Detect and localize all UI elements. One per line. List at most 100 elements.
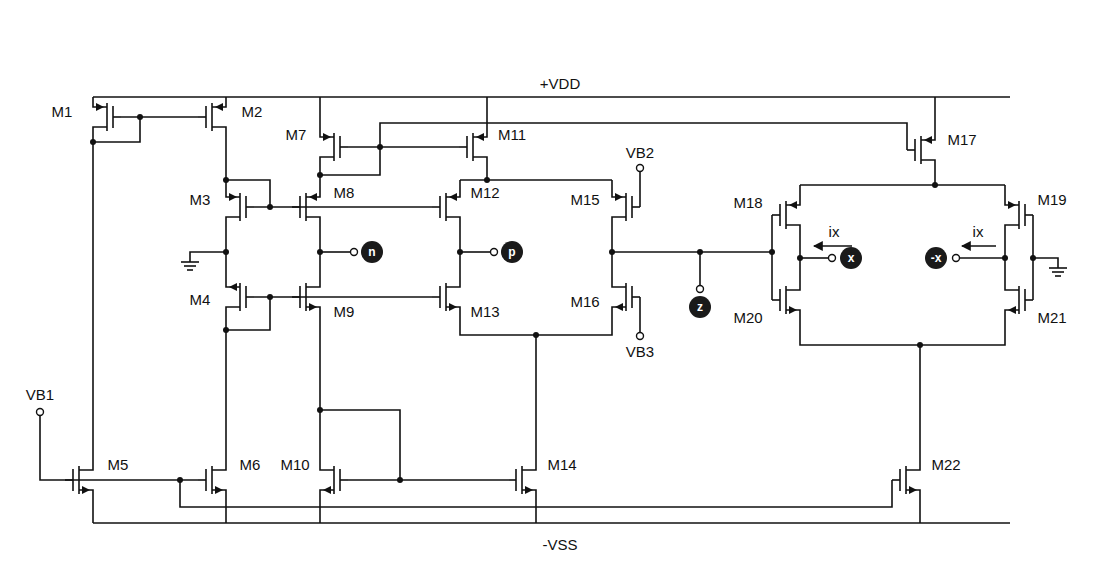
- wire: [919, 500, 921, 523]
- mosfet-symbol: [459, 127, 487, 167]
- mosfet-symbol: [772, 280, 800, 320]
- part-label: M18: [732, 195, 763, 212]
- wire: [254, 296, 432, 298]
- ground-stroke: [187, 269, 193, 271]
- mosfet-symbol: [292, 187, 320, 227]
- wire: [699, 252, 701, 285]
- terminal-pin: [491, 249, 498, 256]
- mosfet-stroke: [473, 157, 487, 167]
- wire: [611, 180, 613, 187]
- mosfet-arrow: [476, 133, 484, 141]
- wire: [320, 251, 350, 253]
- mosfet-stroke: [198, 116, 206, 118]
- part-label: M14: [546, 457, 577, 474]
- terminal-pin: [637, 165, 644, 172]
- mosfet-symbol: [320, 460, 348, 500]
- wire: [320, 147, 380, 175]
- mosfet-stroke: [522, 460, 536, 470]
- mosfet-arrow: [229, 193, 237, 201]
- wire: [1004, 185, 1006, 195]
- mosfet-stroke: [306, 277, 320, 287]
- mosfet-arrow: [1008, 306, 1016, 314]
- junctions: [90, 114, 1036, 483]
- wire: [459, 180, 461, 187]
- part-label: M12: [469, 185, 500, 202]
- part-label: M13: [469, 304, 500, 321]
- part-label: -VSS: [541, 537, 578, 554]
- wire: [348, 479, 508, 481]
- mosfet-stroke: [340, 146, 348, 148]
- mosfet-arrow: [229, 283, 237, 291]
- wire: [919, 345, 921, 460]
- wire: [639, 172, 641, 207]
- mosfet-symbol: [1005, 195, 1033, 235]
- transistors: [65, 97, 1033, 500]
- mosfet-stroke: [892, 479, 900, 481]
- mosfet-symbol: [1005, 280, 1033, 320]
- junction-dot: [1030, 255, 1036, 261]
- wire: [800, 257, 828, 259]
- mosfet-symbol: [612, 277, 640, 317]
- mosfet-stroke: [198, 479, 206, 481]
- terminal-node: z: [689, 296, 711, 318]
- part-label: ix: [828, 224, 841, 241]
- mosfet-stroke: [459, 146, 467, 148]
- mosfet-stroke: [306, 217, 320, 227]
- junction-dot: [533, 332, 539, 338]
- mosfet-stroke: [772, 214, 780, 216]
- mosfet-stroke: [93, 127, 107, 137]
- wire: [93, 522, 1010, 524]
- terminal-node: -x: [925, 247, 947, 269]
- mosfet-stroke: [320, 460, 334, 470]
- wire: [348, 146, 459, 148]
- mosfet-stroke: [612, 217, 626, 227]
- ground-stroke: [1052, 271, 1064, 273]
- mosfet-stroke: [632, 296, 640, 298]
- current-arrow: [962, 245, 996, 246]
- mosfet-arrow: [309, 303, 317, 311]
- mosfet-arrow: [924, 136, 932, 144]
- terminal-pin: [637, 333, 644, 340]
- wire: [225, 317, 227, 460]
- mosfet-symbol: [612, 187, 640, 227]
- mosfet-stroke: [212, 127, 226, 137]
- mosfet-stroke: [786, 280, 800, 290]
- junction-dot: [932, 182, 938, 188]
- mosfet-arrow: [525, 486, 533, 494]
- junction-dot: [223, 327, 229, 333]
- junction-dot: [223, 249, 229, 255]
- mosfet-symbol: [65, 460, 93, 500]
- part-label: M15: [569, 192, 600, 209]
- wire: [319, 97, 321, 127]
- wire: [121, 116, 198, 118]
- part-label: M4: [189, 292, 212, 309]
- mosfet-stroke: [432, 206, 440, 208]
- mosfet-arrow: [309, 193, 317, 201]
- part-label: M2: [241, 104, 264, 121]
- wire: [639, 297, 641, 332]
- wire: [254, 206, 432, 208]
- part-label: M8: [333, 185, 356, 202]
- mosfet-stroke: [320, 157, 334, 167]
- mosfet-stroke: [906, 460, 920, 470]
- terminal-node: x: [840, 247, 862, 269]
- mosfet-arrow: [449, 303, 457, 311]
- mosfet-stroke: [446, 277, 460, 287]
- wire: [92, 500, 94, 523]
- junction-dot: [1002, 255, 1008, 261]
- part-label: M10: [279, 457, 310, 474]
- junction-dot: [917, 342, 923, 348]
- terminal-name: -x: [931, 252, 942, 264]
- ground-stroke: [1055, 275, 1061, 277]
- junction-dot: [609, 249, 615, 255]
- mosfet-symbol: [198, 97, 226, 137]
- mosfet-stroke: [1025, 299, 1033, 301]
- terminal-name: n: [368, 246, 375, 258]
- junction-dot: [377, 144, 383, 150]
- terminal-pin: [953, 255, 960, 262]
- junction-dot: [267, 204, 273, 210]
- wire: [799, 185, 801, 195]
- mosfet-symbol: [432, 277, 460, 317]
- part-label: M16: [569, 294, 600, 311]
